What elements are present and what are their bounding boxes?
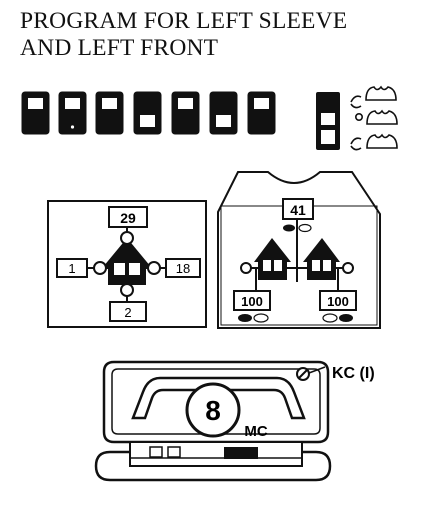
title-line-1: PROGRAM FOR LEFT SLEEVE: [20, 8, 348, 34]
house-icon: [303, 238, 340, 280]
right-panel: 41 100 10: [217, 171, 381, 329]
switch-button: [209, 91, 238, 135]
joint-circle: [120, 283, 134, 297]
right-panel-bottom-left-value: 100: [241, 294, 263, 309]
bottom-left-value-box: [233, 290, 271, 311]
bottom-value-box: [109, 301, 147, 322]
joint-circle: [147, 261, 161, 275]
joint-circle: [93, 261, 107, 275]
screw-icon: [296, 367, 310, 381]
dial-number: 8: [205, 395, 221, 426]
top-value-box: [108, 206, 148, 228]
joint-circle: [120, 231, 134, 245]
right-panel-top-value: 41: [290, 202, 306, 218]
switch-button: [247, 91, 276, 135]
knitting-carriage: 8 MC KC (I): [94, 360, 375, 482]
switch-buttons-icon: [21, 91, 276, 135]
left-value-box: [56, 258, 88, 278]
triple-switch-icon: [316, 92, 340, 150]
left-panel-left-value: 1: [68, 261, 75, 276]
switch-button: [58, 91, 87, 135]
switch-button: [21, 91, 50, 135]
left-panel-bottom-value: 2: [124, 305, 131, 320]
switch-button: [133, 91, 162, 135]
diagram-title: PROGRAM FOR LEFT SLEEVE AND LEFT FRONT: [20, 8, 420, 62]
carriage-setting-label: KC (I): [332, 365, 375, 382]
bottom-right-value-box: [319, 290, 357, 311]
left-panel-top-value: 29: [120, 210, 136, 226]
switch-button: [171, 91, 200, 135]
dial-sub-label: MC: [244, 423, 267, 440]
left-panel: 29 1 18 2: [47, 200, 207, 328]
house-icon: [103, 238, 151, 285]
needle-selector-icon: [350, 85, 398, 151]
house-icon: [254, 238, 291, 280]
right-value-box: [165, 258, 201, 278]
tension-dial: [185, 382, 241, 438]
right-panel-bottom-right-value: 100: [327, 294, 349, 309]
switch-button: [95, 91, 124, 135]
title-line-2: AND LEFT FRONT: [20, 35, 219, 61]
left-panel-right-value: 18: [176, 261, 190, 276]
